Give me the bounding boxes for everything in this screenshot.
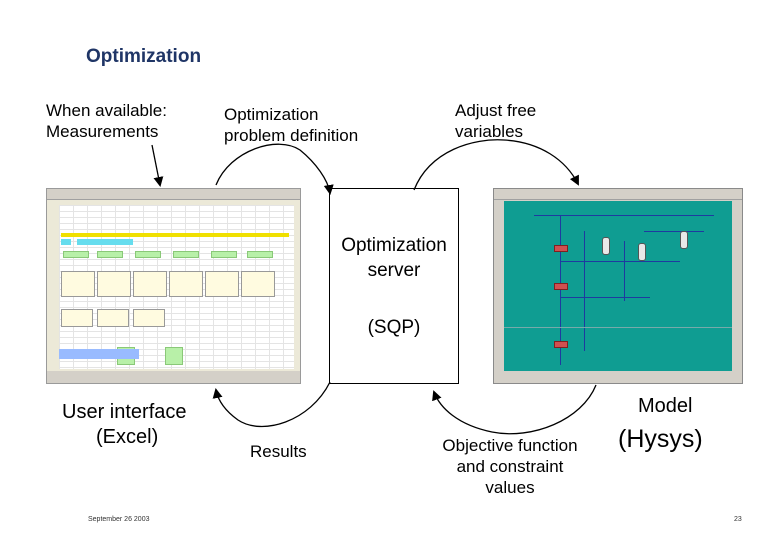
problem-definition-label: Optimization problem definition [224, 104, 358, 146]
model-label: Model [638, 395, 693, 417]
excel-chart-tile [61, 271, 95, 297]
hysys-stream [560, 261, 680, 262]
excel-cyan-cell [77, 239, 133, 245]
hysys-stream [560, 215, 561, 365]
model-tool-label: (Hysys) [618, 425, 703, 453]
server-label: Optimization server [330, 233, 458, 283]
measurements-label-line1: When available: [46, 101, 167, 120]
excel-blue-block [59, 349, 139, 359]
excel-green-cell [247, 251, 273, 258]
adjust-variables-arrow [413, 139, 579, 191]
measurements-label-line2: Measurements [46, 122, 159, 141]
measurements-label: When available: Measurements [46, 100, 167, 142]
page-number: 23 [734, 516, 742, 523]
problem-definition-line1: Optimization [224, 105, 319, 124]
excel-toolbar [47, 194, 300, 200]
excel-green-cell [165, 347, 183, 365]
user-interface-label: User interface (Excel) [62, 400, 187, 450]
excel-cyan-cell [61, 239, 71, 245]
results-label: Results [250, 442, 307, 461]
hysys-flowsheet [504, 201, 732, 371]
excel-chart-tile [133, 271, 167, 297]
hysys-unit-op [554, 341, 568, 348]
hysys-unit-op [554, 245, 568, 252]
hysys-stream [584, 231, 585, 351]
hysys-stream [644, 231, 704, 232]
excel-chart-tile [97, 271, 131, 297]
hysys-vessel [602, 237, 610, 255]
excel-chart-tile [205, 271, 239, 297]
hysys-unit-op [554, 283, 568, 290]
objective-function-label: Objective function and constraint values [430, 435, 590, 498]
excel-chart-tile [169, 271, 203, 297]
objective-line2: and constraint [456, 457, 564, 476]
hysys-screenshot [493, 188, 743, 384]
objective-line1: Objective function [442, 436, 578, 455]
excel-chart-tile [241, 271, 275, 297]
excel-chart-tile [97, 309, 129, 327]
hysys-stream [560, 297, 650, 298]
server-label-line1: Optimization [341, 235, 447, 256]
measurement-arrow [151, 144, 164, 187]
objective-values-arrow [432, 384, 597, 435]
hysys-toolbar [494, 194, 742, 200]
hysys-divider [504, 327, 732, 328]
server-label-line2: server [367, 260, 421, 281]
problem-definition-line2: problem definition [224, 126, 359, 145]
hysys-vessel [680, 231, 688, 249]
excel-chart-tile [61, 309, 93, 327]
hysys-stream [534, 215, 714, 216]
results-arrow [212, 381, 331, 428]
hysys-taskbar [494, 373, 742, 383]
excel-green-cell [173, 251, 199, 258]
hysys-vessel [638, 243, 646, 261]
excel-green-cell [135, 251, 161, 258]
optimization-server-box: Optimization server (SQP) [329, 188, 459, 384]
hysys-stream [624, 241, 625, 301]
excel-yellow-band [61, 233, 289, 237]
excel-green-cell [97, 251, 123, 258]
excel-green-cell [211, 251, 237, 258]
footer-date: September 26 2003 [88, 516, 150, 523]
problem-definition-arrow [215, 143, 334, 195]
user-interface-line2: (Excel) [96, 426, 159, 448]
slide-title: Optimization [86, 46, 202, 67]
adjust-variables-line1: Adjust free [455, 101, 537, 120]
user-interface-line1: User interface [62, 401, 187, 423]
excel-taskbar [47, 371, 300, 383]
server-method-label: (SQP) [367, 317, 421, 338]
excel-green-cell [63, 251, 89, 258]
adjust-variables-line2: variables [455, 122, 524, 141]
excel-screenshot [46, 188, 301, 384]
objective-line3: values [485, 478, 535, 497]
adjust-variables-label: Adjust free variables [455, 100, 536, 142]
excel-chart-tile [133, 309, 165, 327]
